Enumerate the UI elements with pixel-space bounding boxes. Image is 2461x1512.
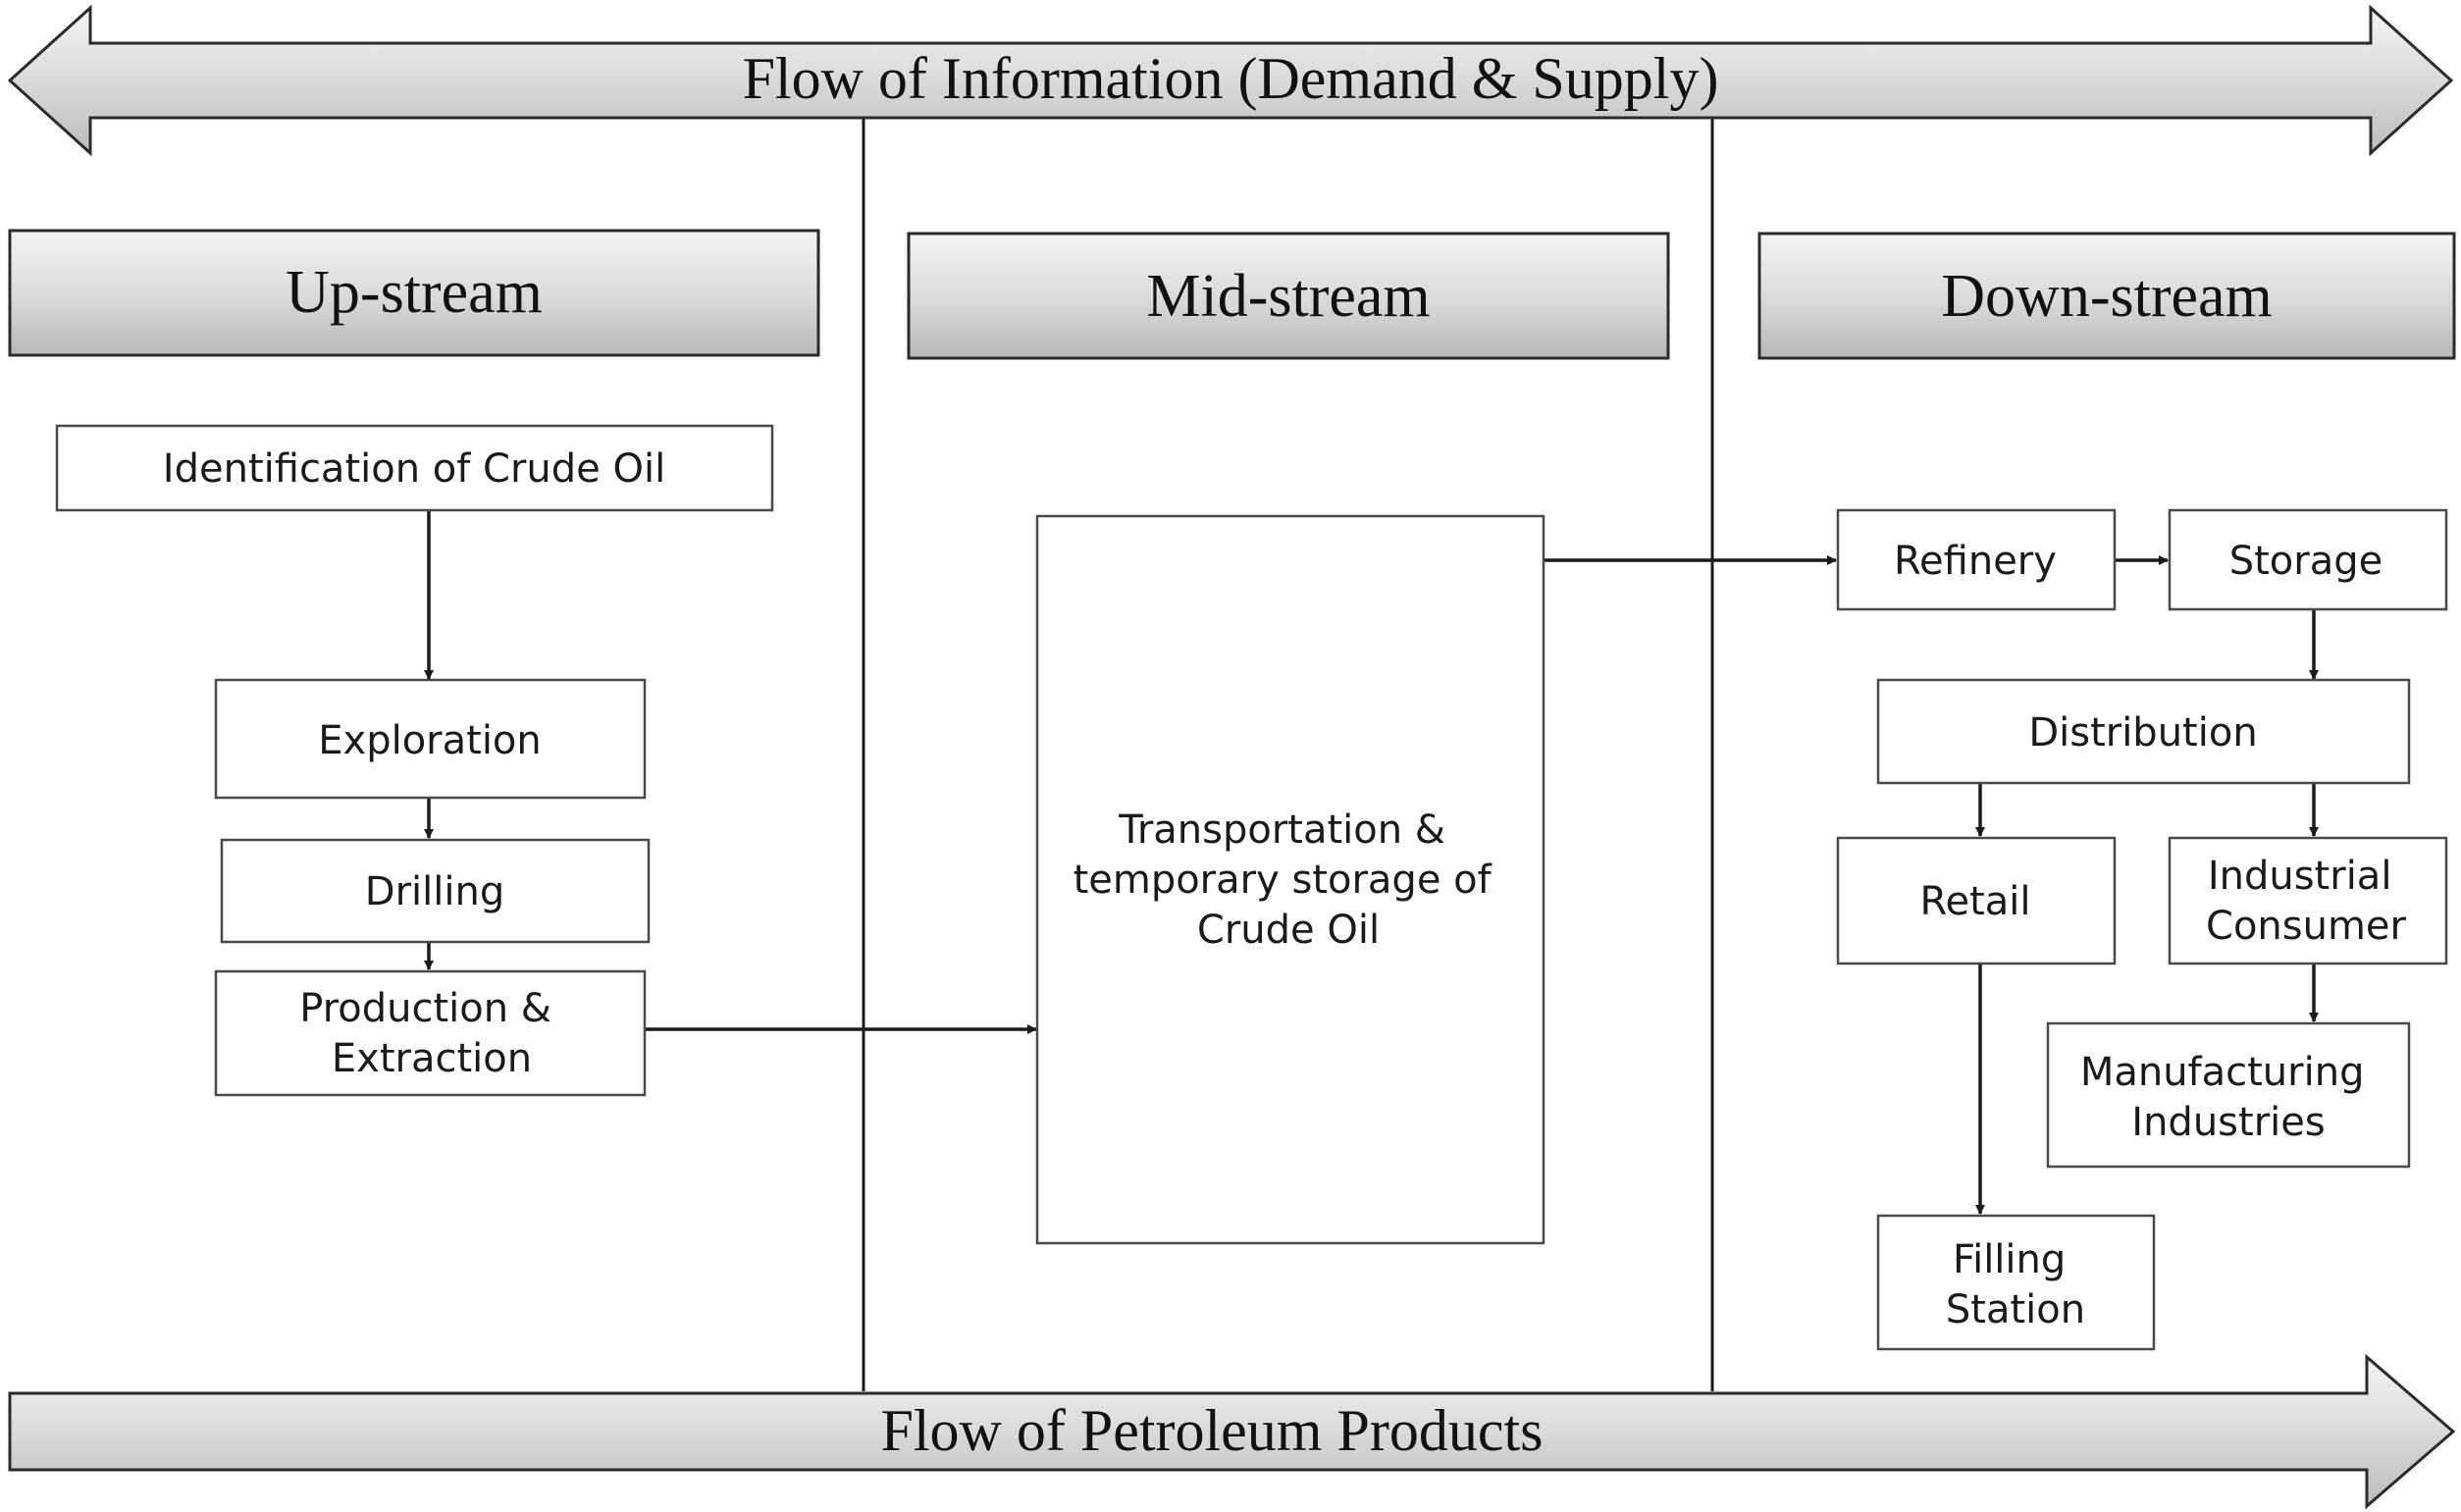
node-filling-line-2: Station: [1946, 1287, 2085, 1332]
node-filling-station: Filling Station: [1876, 1214, 2156, 1351]
information-flow-label: Flow of Information (Demand & Supply): [743, 46, 1719, 111]
midstream-header-label: Mid-stream: [1146, 263, 1430, 330]
node-industrial-line-1: Industrial: [2208, 854, 2392, 899]
node-transport-line-1: Transportation &: [1118, 808, 1445, 853]
node-distribution: Distribution: [1876, 678, 2411, 785]
node-exploration-line: Exploration: [318, 718, 542, 763]
svg-text:Retail: Retail: [1919, 879, 2030, 924]
svg-text:Distribution: Distribution: [2028, 710, 2257, 756]
node-production: Production & Extraction: [214, 969, 647, 1097]
petroleum-flow-label: Flow of Petroleum Products: [881, 1398, 1544, 1463]
upstream-header-label: Up-stream: [286, 259, 543, 326]
node-industrial-consumer: Industrial Consumer: [2168, 836, 2448, 965]
information-flow-arrow: Flow of Information (Demand & Supply): [7, 4, 2454, 157]
upstream-header: Up-stream: [8, 229, 820, 357]
node-drilling: Drilling: [220, 838, 651, 944]
svg-text:Identification of Crude Oil: Identification of Crude Oil: [163, 446, 665, 492]
svg-text:Industrial Consumer: Industrial Consumer: [2206, 854, 2407, 949]
node-manufacturing: Manufacturing Industries: [2046, 1021, 2411, 1169]
node-retail-line: Retail: [1919, 879, 2030, 924]
node-identification: Identification of Crude Oil: [55, 424, 774, 512]
connectors: [424, 510, 2319, 1215]
svg-text:Refinery: Refinery: [1894, 539, 2057, 584]
node-identification-line: Identification of Crude Oil: [163, 446, 665, 492]
svg-text:Filling Station: Filling Station: [1946, 1237, 2085, 1332]
svg-text:Exploration: Exploration: [318, 718, 542, 763]
node-production-line-1: Production &: [299, 986, 551, 1031]
node-storage-line: Storage: [2229, 539, 2383, 584]
node-storage: Storage: [2168, 508, 2448, 611]
node-industrial-line-2: Consumer: [2206, 904, 2407, 949]
downstream-header: Down-stream: [1757, 232, 2456, 360]
node-transport-line-3: Crude Oil: [1197, 908, 1380, 953]
node-manufacturing-line-1: Manufacturing: [2080, 1050, 2365, 1095]
svg-text:Transportation & tempora: Transportation & temporary storage of Cr…: [1073, 808, 1504, 953]
midstream-header: Mid-stream: [907, 232, 1670, 360]
node-refinery: Refinery: [1836, 508, 2117, 611]
svg-text:Drilling: Drilling: [365, 869, 504, 914]
node-filling-line-1: Filling: [1953, 1237, 2066, 1282]
svg-text:Storage: Storage: [2229, 539, 2383, 584]
svg-text:Manufacturing Industries: Manufacturing Industries: [2080, 1050, 2377, 1145]
node-distribution-line: Distribution: [2028, 710, 2257, 756]
node-transport-line-2: temporary storage of: [1073, 858, 1492, 903]
node-exploration: Exploration: [214, 678, 647, 800]
petroleum-flow-arrow: Flow of Petroleum Products: [8, 1353, 2456, 1510]
node-transport: Transportation & temporary storage of Cr…: [1035, 514, 1545, 1245]
node-production-line-2: Extraction: [332, 1036, 532, 1081]
node-manufacturing-line-2: Industries: [2131, 1100, 2325, 1145]
svg-text:Production & Extraction: Production & Extraction: [299, 986, 563, 1081]
node-retail: Retail: [1836, 836, 2117, 965]
node-refinery-line: Refinery: [1894, 539, 2057, 584]
downstream-header-label: Down-stream: [1941, 263, 2272, 330]
node-drilling-line: Drilling: [365, 869, 504, 914]
